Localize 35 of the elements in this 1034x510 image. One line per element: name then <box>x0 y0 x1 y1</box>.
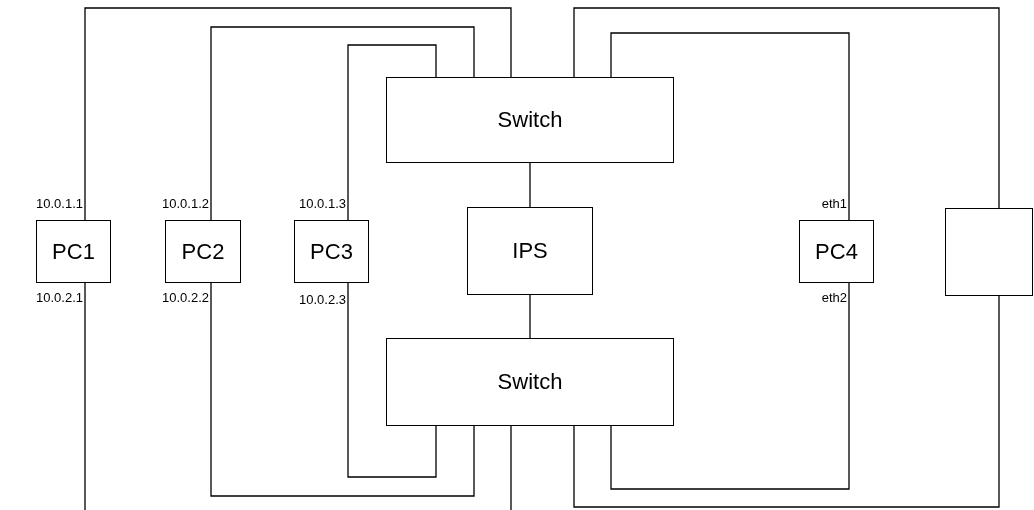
node-label: PC4 <box>815 238 858 265</box>
computer-box <box>294 220 369 283</box>
connector-line <box>573 295 1000 508</box>
connector-line <box>529 294 531 339</box>
interface-label: 10.0.2.2 <box>162 291 209 304</box>
connector-line <box>347 44 437 221</box>
device-box <box>945 208 1033 296</box>
connector-line <box>84 7 512 221</box>
switch-box <box>386 77 674 163</box>
node-label: Switch <box>497 369 563 395</box>
interface-label: 10.0.1.1 <box>36 197 83 210</box>
interface-label: eth2 <box>821 291 847 304</box>
interface-label: eth1 <box>821 197 847 210</box>
node-label: PC3 <box>310 238 353 265</box>
node-label: IPS <box>512 238 548 264</box>
interface-label: 10.0.1.2 <box>162 197 209 210</box>
computer-box <box>799 220 874 283</box>
interface-label: 10.0.1.3 <box>299 197 346 210</box>
computer-box <box>165 220 241 283</box>
switch-box <box>386 338 674 426</box>
connector-line <box>210 26 475 221</box>
connector-line <box>347 282 437 478</box>
connector-line <box>529 162 531 208</box>
interface-label: 10.0.2.1 <box>36 291 83 304</box>
node-label: PC2 <box>181 238 225 265</box>
interface-label: 10.0.2.3 <box>299 293 346 306</box>
connector-line <box>210 282 475 497</box>
connector-line <box>610 282 850 490</box>
computer-box <box>36 220 111 283</box>
connector-line <box>610 32 850 221</box>
connector-line <box>84 282 512 510</box>
node-label: PC1 <box>52 238 95 265</box>
connector-line <box>573 7 1000 209</box>
node-label: Switch <box>497 107 563 133</box>
device-box <box>467 207 593 295</box>
